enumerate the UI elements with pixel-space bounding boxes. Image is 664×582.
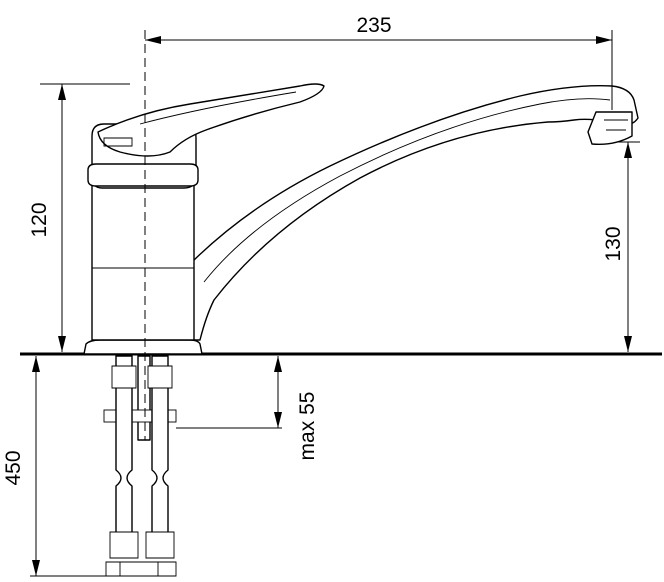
hose-right-fitting-top xyxy=(147,365,173,389)
faucet-aerator xyxy=(587,111,633,146)
dim-hose-length: 450 xyxy=(2,356,110,577)
faucet-spout xyxy=(191,85,639,341)
dim-spout-reach-label: 235 xyxy=(356,14,391,37)
aerator-detail xyxy=(604,119,628,131)
hose-connector-nuts xyxy=(105,561,177,577)
faucet-lever xyxy=(97,83,325,157)
dim-max-thickness-label: max 55 xyxy=(296,392,319,461)
faucet-cylinder xyxy=(91,183,195,341)
spout-highlight xyxy=(203,98,611,283)
dim-hose-length-label: 450 xyxy=(2,450,25,485)
dim-spout-height-label: 130 xyxy=(602,226,625,261)
dim-spout-reach: 235 xyxy=(145,14,613,110)
lever-highlight xyxy=(139,91,297,125)
faucet-base xyxy=(83,339,203,355)
dim-faucet-height: 120 xyxy=(28,83,130,352)
lever-detail xyxy=(103,137,133,147)
dim-spout-height: 130 xyxy=(602,141,640,352)
faucet-cap-ring xyxy=(87,163,199,187)
dim-faucet-height-label: 120 xyxy=(28,202,51,237)
hose-left-fitting-bottom xyxy=(109,531,139,559)
faucet-body xyxy=(83,83,639,355)
hose-left-fitting-top xyxy=(111,365,137,389)
dim-max-thickness: max 55 xyxy=(176,356,319,460)
hose-right-fitting-bottom xyxy=(145,531,175,559)
supply-hoses xyxy=(103,355,177,577)
